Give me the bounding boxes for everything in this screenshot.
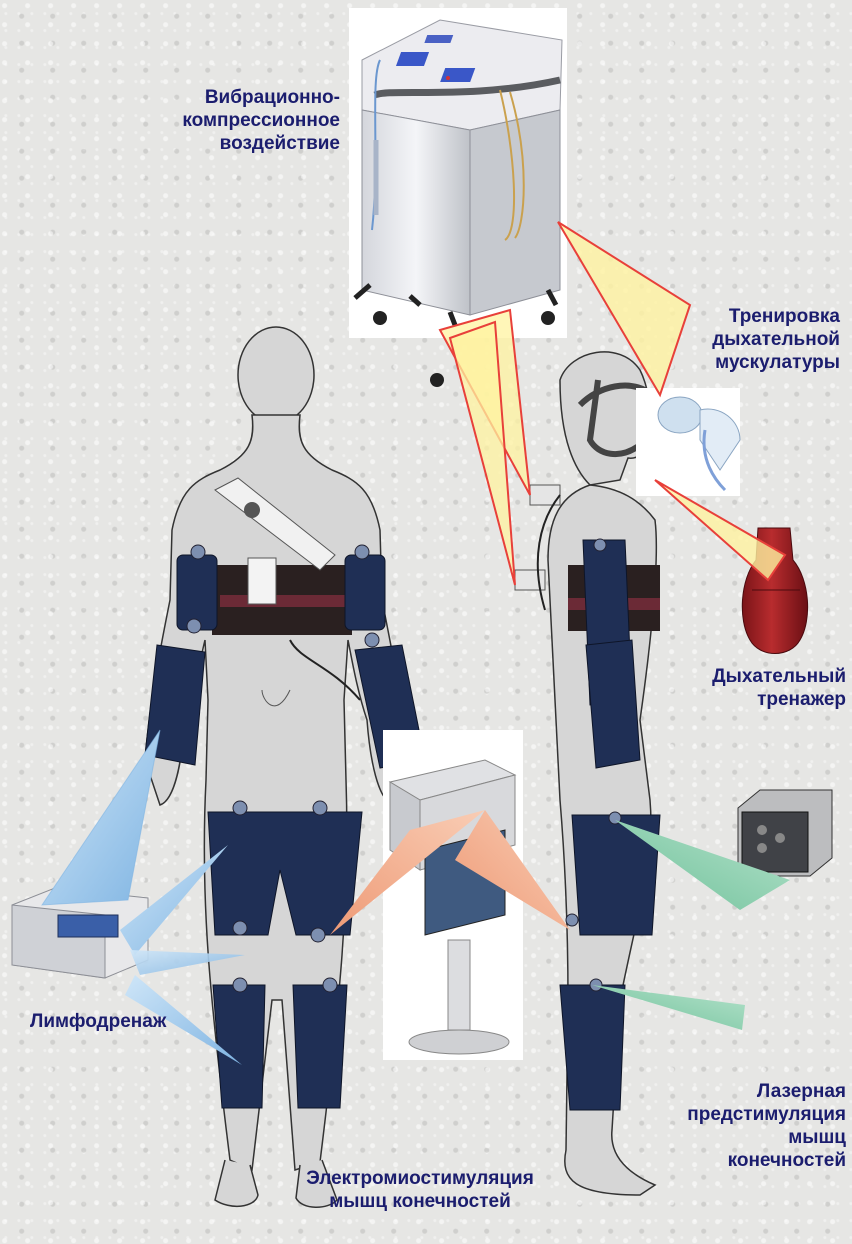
label-vibro-compression: Вибрационно- компрессионное воздействие	[150, 86, 340, 155]
label-line: Электромиостимуляция	[270, 1167, 570, 1190]
label-line: мышц	[640, 1126, 846, 1149]
label-line: Вибрационно-	[150, 86, 340, 109]
label-line: Тренировка	[650, 305, 840, 328]
label-electromyostimulation: Электромиостимуляция мышц конечностей	[270, 1167, 570, 1213]
label-breathing-trainer: Дыхательный тренажер	[650, 665, 846, 711]
label-line: тренажер	[650, 688, 846, 711]
label-line: мускулатуры	[650, 351, 840, 374]
ems-device	[383, 730, 523, 1060]
laser-device	[738, 790, 832, 876]
label-line: дыхательной	[650, 328, 840, 351]
label-line: Лазерная	[640, 1080, 846, 1103]
label-laser-prestimulation: Лазерная предстимуляция мышц конечностей	[640, 1080, 846, 1172]
label-line: воздействие	[150, 132, 340, 155]
label-line: Лимфодренаж	[30, 1010, 230, 1033]
breathing-mask	[636, 388, 740, 496]
label-line: компрессионное	[150, 109, 340, 132]
label-breathing-muscle-training: Тренировка дыхательной мускулатуры	[650, 305, 840, 374]
label-line: конечностей	[640, 1149, 846, 1172]
label-line: мышц конечностей	[270, 1190, 570, 1213]
label-line: предстимуляция	[640, 1103, 846, 1126]
label-line: Дыхательный	[650, 665, 846, 688]
label-lymph-drainage: Лимфодренаж	[30, 1010, 230, 1033]
